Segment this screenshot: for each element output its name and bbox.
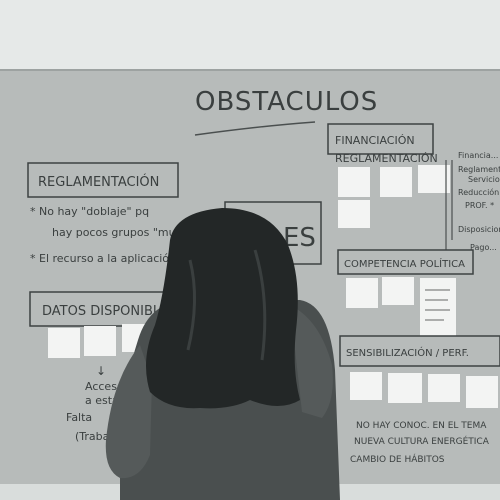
sensibilizacion-box: [339, 335, 500, 367]
left-reglamentacion-box: [27, 162, 179, 198]
right-note-6: Disposiciones...: [458, 225, 500, 234]
sensibilizacion-heading: SENSIBILIZACIÓN / PERF.: [346, 346, 469, 359]
datos-heading: DATOS DISPONIBLES: [42, 304, 177, 319]
sticky-note: [346, 278, 378, 308]
sticky-note: [466, 376, 498, 408]
competencia-box: [337, 249, 474, 275]
sticky-note: [338, 200, 370, 228]
financiacion-box: [327, 123, 434, 155]
person: [105, 208, 340, 500]
sensibilizacion-line-3: CAMBIO DE HÁBITOS: [350, 453, 445, 465]
svg-text:↓: ↓: [96, 364, 106, 378]
right-note-7: Pago...: [470, 243, 497, 252]
right-note-4: Reducción de...: [458, 187, 500, 197]
right-note-5: PROF. *: [465, 201, 494, 210]
board-title: OBSTACULOS: [195, 87, 378, 117]
sticky-note: [418, 165, 450, 193]
left-line-1: * No hay "doblaje" pq: [30, 205, 149, 218]
right-note-2: Reglamentación...: [458, 164, 500, 174]
datos-line-3: Falta: [66, 411, 92, 424]
right-note-1: Financia...: [458, 151, 498, 160]
sensibilizacion-line-1: NO HAY CONOC. EN EL TEMA: [356, 421, 487, 431]
left-line-3: * El recurso a la aplicación: [30, 252, 176, 265]
sticky-note: [338, 167, 370, 197]
sticky-note: [420, 278, 456, 336]
competencia-heading: COMPETENCIA POLÍTICA: [344, 257, 465, 270]
sticky-note: [84, 326, 116, 356]
sticky-note: [350, 372, 382, 400]
financiacion-heading: FINANCIACIÓN: [335, 134, 415, 147]
sticky-note: [388, 373, 422, 403]
sticky-note: [48, 328, 80, 358]
sticky-note: [380, 167, 412, 197]
left-reglamentacion-heading: REGLAMENTACIÓN: [38, 174, 159, 190]
right-reglamentacion-heading: REGLAMENTACIÓN: [335, 152, 438, 165]
sensibilizacion-line-2: NUEVA CULTURA ENERGÉTICA: [354, 435, 490, 447]
sticky-note: [382, 277, 414, 305]
right-note-3: Servicios: [468, 175, 500, 184]
sticky-note: [428, 374, 460, 402]
datos-line-1: Acceso: [85, 380, 124, 393]
